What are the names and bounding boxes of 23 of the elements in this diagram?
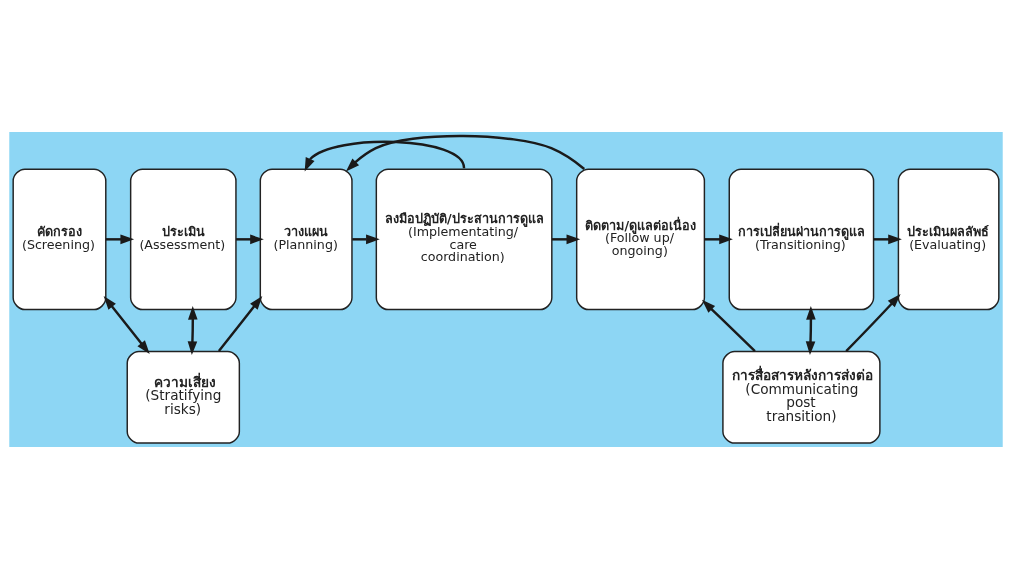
- node-box: การสื่อสารหลังการส่งต่อ (Communicating post transition): [722, 350, 881, 444]
- arrow: [551, 234, 581, 244]
- arrow: [701, 299, 756, 352]
- arrow: [345, 134, 585, 171]
- arrow: [805, 305, 816, 355]
- arrow: [103, 295, 150, 354]
- node-box: ประเมินผลลัพธ์ (Evaluating): [897, 167, 1000, 310]
- arrow: [352, 234, 380, 244]
- node-box: ความเสี่ยง (Stratifying risks): [126, 350, 241, 444]
- node-box: ติดตาม/ดูแลต่อเนื่อง (Follow up/ ongoing): [575, 167, 706, 310]
- arrow: [873, 234, 902, 244]
- arrow: [845, 293, 901, 352]
- arrow: [236, 234, 264, 244]
- node-box: คัดกรอง (Screening): [12, 167, 107, 310]
- node-box: ประเมิน (Assessment): [129, 167, 237, 310]
- arrow: [217, 295, 263, 352]
- arrow: [304, 140, 466, 172]
- arrow: [105, 234, 135, 244]
- arrow: [704, 234, 733, 244]
- arrow: [187, 305, 198, 355]
- node-box: วางแผน (Planning): [259, 167, 353, 310]
- node-box: ลงมือปฏิบัติ/ประสานการดูแล (Implementating/ care coordination): [375, 167, 553, 310]
- node-box: การเปลี่ยนผ่านการดูแล (Transitioning): [728, 167, 875, 310]
